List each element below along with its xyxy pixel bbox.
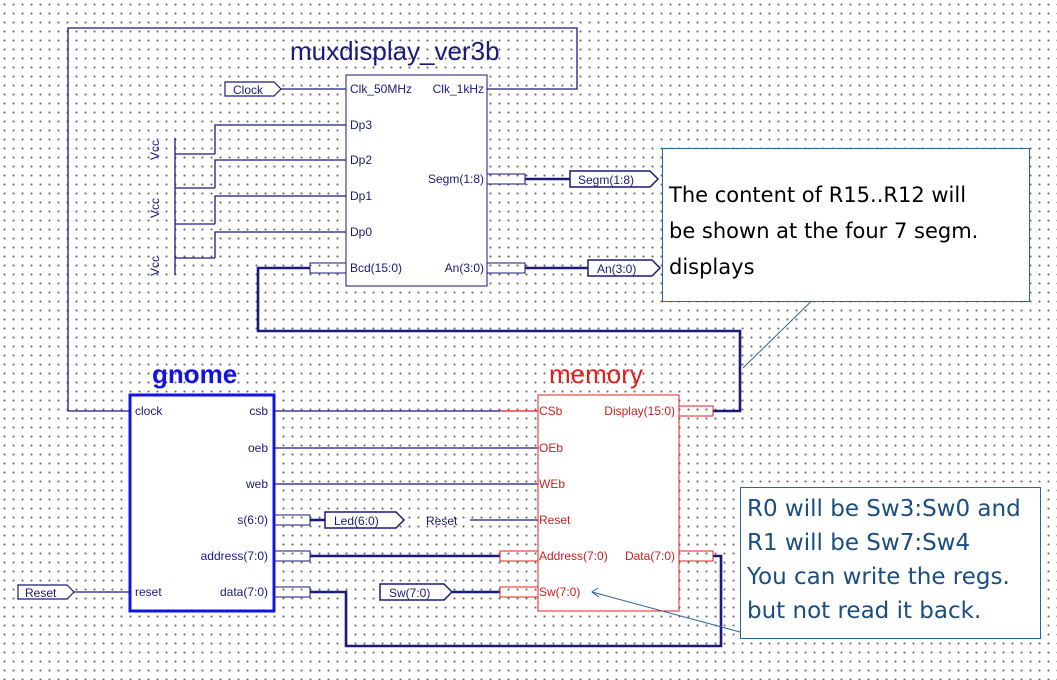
wire-clk-1khz-loop (67, 27, 578, 412)
io-reset-port: Reset (17, 584, 75, 600)
memory-port-display: Display(15:0) (604, 404, 675, 418)
mux-port-clk-out: Clk_1kHz (433, 82, 484, 96)
io-sw-shape (379, 583, 454, 601)
mux-port-bcd: Bcd(15:0) (350, 261, 402, 275)
gnome-port-clock: clock (135, 404, 163, 418)
vcc-label-3: Vcc (148, 140, 162, 160)
mux-port-dp2: Dp2 (350, 153, 372, 167)
memory-port-sw: Sw(7:0) (539, 585, 580, 599)
wire-dp1 (214, 195, 346, 224)
io-sw-label: Sw(7:0) (389, 586, 430, 600)
io-led-shape (324, 511, 406, 529)
gnome-port-web: web (245, 477, 268, 491)
io-segm-label: Segm(1:8) (578, 173, 634, 187)
wire-dp0 (214, 231, 346, 258)
memory-port-csb: CSb (539, 404, 563, 418)
note-register-info: R0 will be Sw3:Sw0 and R1 will be Sw7:Sw… (740, 487, 1041, 639)
gnome-port-address: address(7:0) (201, 549, 268, 563)
gnome-port-data: data(7:0) (220, 585, 268, 599)
io-clock-label: Clock (233, 83, 264, 97)
pin-stub-sw (499, 586, 539, 598)
bus-display-to-bcd (256, 266, 742, 413)
bus-data (310, 554, 723, 648)
io-led-port: Led(6:0) (324, 511, 406, 529)
memory-block (537, 394, 680, 612)
mux-port-segm: Segm(1:8) (428, 172, 484, 186)
mux-port-clk-in: Clk_50MHz (350, 82, 412, 96)
mux-port-an: An(3:0) (445, 261, 484, 275)
pin-stub-data-out (273, 586, 311, 598)
muxdisplay-block (345, 74, 488, 287)
pin-stub-address-out (273, 550, 311, 562)
io-led-label: Led(6:0) (334, 514, 379, 528)
gnome-title: gnome (152, 359, 237, 389)
memory-port-address: Address(7:0) (539, 549, 608, 563)
mux-port-dp0: Dp0 (350, 225, 372, 239)
wire-dp3 (214, 124, 346, 154)
io-clock-port: Clock (224, 81, 282, 97)
net-reset-label: Reset (426, 514, 458, 528)
vcc-label-1: Vcc (148, 256, 162, 276)
pin-stub-bcd (309, 262, 347, 274)
io-an-port: An(3:0) (587, 259, 662, 277)
pin-stub-an (486, 262, 526, 274)
pin-stub-display (678, 405, 714, 417)
pin-stub-s (273, 514, 311, 526)
buses (256, 177, 742, 648)
io-an-shape (587, 259, 662, 277)
wires (67, 27, 578, 593)
io-segm-port: Segm(1:8) (569, 170, 660, 188)
pin-stub-data-mem (678, 550, 714, 562)
memory-port-web: WEb (539, 477, 565, 491)
mux-port-dp3: Dp3 (350, 118, 372, 132)
callout-arrowhead-regs (591, 587, 600, 598)
gnome-port-csb: csb (249, 404, 268, 418)
pin-stub-address-in (499, 550, 539, 562)
vcc-label-2: Vcc (148, 198, 162, 218)
wire-dp2 (214, 159, 346, 188)
muxdisplay-title: muxdisplay_ver3b (290, 36, 500, 66)
gnome-port-reset: reset (135, 585, 162, 599)
callout-arrow-regs (591, 591, 741, 633)
memory-port-oeb: OEb (539, 441, 563, 455)
mux-port-dp1: Dp1 (350, 189, 372, 203)
memory-title: memory (549, 359, 643, 389)
gnome-port-s: s(6:0) (237, 513, 268, 527)
io-segm-shape (569, 170, 660, 188)
io-an-label: An(3:0) (597, 262, 636, 276)
io-reset-label: Reset (25, 586, 57, 600)
io-clock-shape (224, 81, 282, 97)
io-sw-port: Sw(7:0) (379, 583, 454, 601)
note-display-content: The content of R15..R12 will be shown at… (662, 148, 1030, 302)
memory-port-data: Data(7:0) (625, 549, 675, 563)
gnome-port-oeb: oeb (248, 441, 268, 455)
io-reset-shape (17, 584, 75, 600)
gnome-block (128, 393, 276, 613)
memory-port-reset: Reset (539, 513, 571, 527)
pin-stub-segm (486, 173, 526, 185)
